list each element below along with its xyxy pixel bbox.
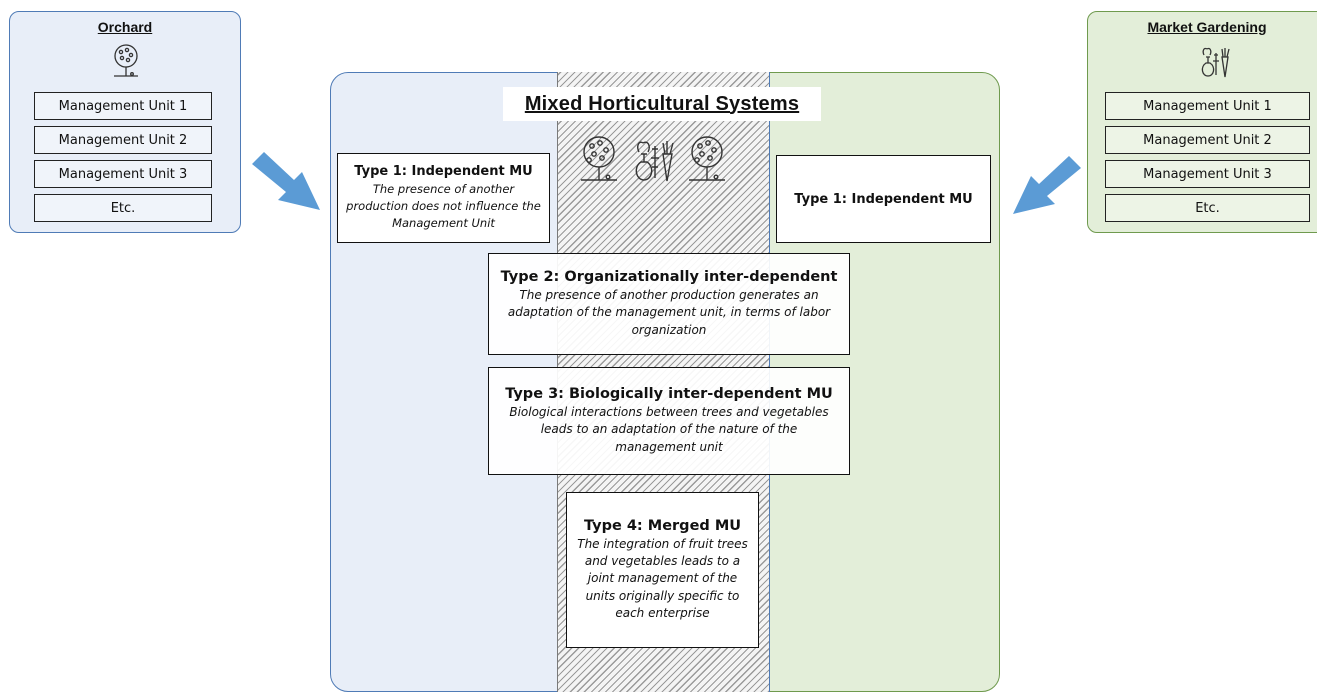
center-icons — [575, 132, 735, 184]
orchard-mu-item: Management Unit 3 — [34, 160, 212, 188]
orchard-mu-item: Management Unit 1 — [34, 92, 212, 120]
market-mu-item: Etc. — [1105, 194, 1310, 222]
type2-description: The presence of another production gener… — [507, 287, 831, 337]
tree-icon — [683, 134, 731, 188]
market-gardening-title: Market Gardening — [1147, 19, 1267, 35]
type3-title: Type 3: Biologically inter-dependent MU — [505, 385, 833, 402]
orchard-title: Orchard — [97, 19, 153, 35]
type1-left-description: The presence of another production does … — [346, 182, 541, 230]
type1-right-title: Type 1: Independent MU — [794, 191, 973, 207]
type3-description: Biological interactions between trees an… — [509, 404, 829, 454]
type2-title: Type 2: Organizationally inter-dependent — [500, 268, 838, 285]
orchard-mu-list: Management Unit 1 Management Unit 2 Mana… — [34, 92, 212, 222]
type2-organizational-box: Type 2: Organizationally inter-dependent… — [488, 253, 850, 355]
tree-icon — [575, 134, 623, 188]
vegetables-icon — [1198, 43, 1234, 83]
market-mu-item: Management Unit 2 — [1105, 126, 1310, 154]
market-mu-item: Management Unit 1 — [1105, 92, 1310, 120]
tree-icon — [110, 43, 142, 83]
diagram-title: Mixed Horticultural Systems — [503, 87, 821, 121]
market-gardening-panel: Market Gardening Management Unit 1 Manag… — [1087, 11, 1317, 233]
type4-title: Type 4: Merged MU — [583, 517, 742, 534]
type1-independent-market-box: Type 1: Independent MU — [776, 155, 991, 243]
type1-independent-orchard-box: Type 1: Independent MU The presence of a… — [337, 153, 550, 243]
orchard-panel: Orchard Management Unit 1 Management Uni… — [9, 11, 241, 233]
orchard-mu-item: Etc. — [34, 194, 212, 222]
market-gardening-mu-list: Management Unit 1 Management Unit 2 Mana… — [1105, 92, 1310, 222]
type1-left-title: Type 1: Independent MU — [354, 164, 533, 180]
type3-biological-box: Type 3: Biologically inter-dependent MU … — [488, 367, 850, 475]
arrow-left-down-icon — [1005, 152, 1085, 226]
arrow-right-down-icon — [248, 148, 328, 222]
vegetables-icon — [631, 136, 679, 188]
type4-description: The integration of fruit trees and veget… — [577, 536, 748, 621]
type4-merged-box: Type 4: Merged MU The integration of fru… — [566, 492, 759, 648]
market-mu-item: Management Unit 3 — [1105, 160, 1310, 188]
orchard-mu-item: Management Unit 2 — [34, 126, 212, 154]
